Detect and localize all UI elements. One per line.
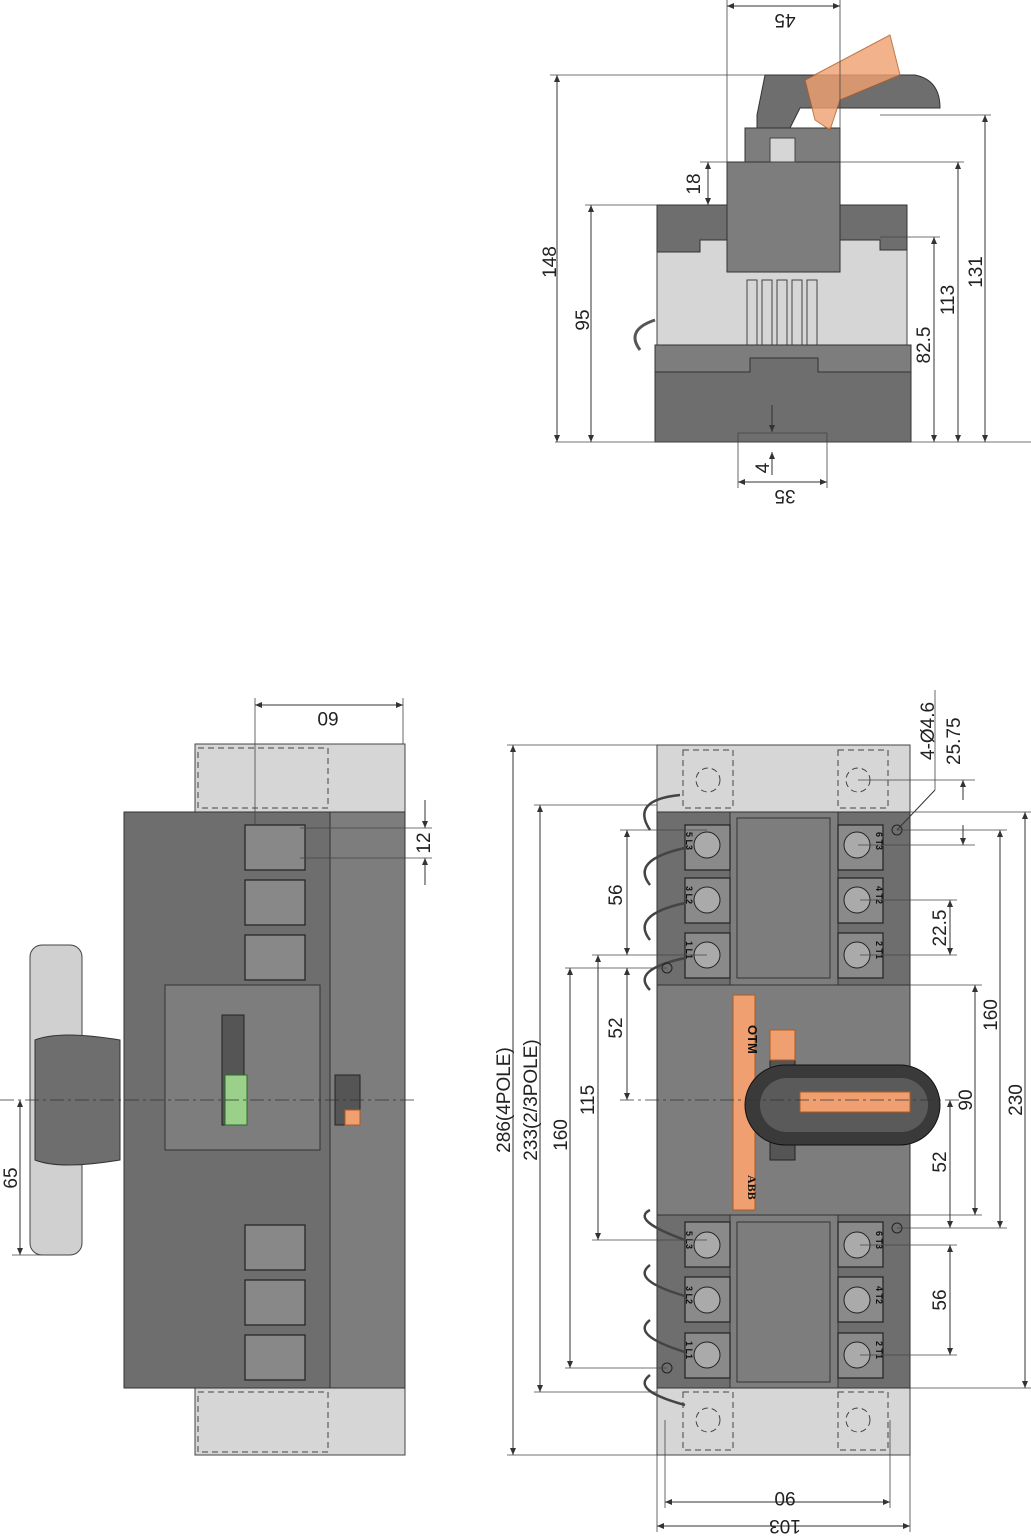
dim-hole: 4-Ø4.6 <box>918 702 939 760</box>
front-view: OTM ABB 5 L3 3 L2 1 L1 5 L3 3 L2 1 L1 6 <box>494 690 1031 1536</box>
terminal-label: 1 L1 <box>684 1341 694 1359</box>
dim-113: 113 <box>938 285 959 315</box>
dim-160-left: 160 <box>551 1119 572 1151</box>
dim-45: 45 <box>774 9 795 30</box>
dim-286: 286(4POLE) <box>494 1047 515 1153</box>
dim-25-75: 25.75 <box>944 717 965 765</box>
dim-90: 90 <box>956 1089 977 1110</box>
terminal-cover-bottom <box>656 1387 911 1456</box>
wires <box>643 793 686 1407</box>
dim-22-5: 22.5 <box>930 910 951 947</box>
top-view: 45 148 18 95 82.5 113 131 4 35 <box>540 0 1031 506</box>
handle-grip <box>799 1091 911 1113</box>
line-terminals <box>684 824 731 1379</box>
terminal-label: 5 L3 <box>684 832 694 850</box>
dim-65: 65 <box>1 1167 22 1188</box>
dim-18: 18 <box>684 173 705 194</box>
dim-82-5: 82.5 <box>914 327 935 364</box>
dim-35: 35 <box>774 485 795 506</box>
dim-60: 60 <box>317 707 338 728</box>
side-view: 60 12 65 <box>0 698 435 1456</box>
terminal-label: 6 T3 <box>874 832 884 850</box>
dim-52-bottom: 52 <box>930 1151 951 1172</box>
dim-230: 230 <box>1006 1084 1027 1116</box>
product-label: OTM <box>745 1025 760 1054</box>
dim-148: 148 <box>540 246 561 278</box>
mechanism-module <box>726 161 841 273</box>
handle-knob <box>756 74 941 129</box>
dim-52-top: 52 <box>606 1017 627 1038</box>
dim-103-width: 103 <box>769 1515 801 1536</box>
terminal-label: 2 T1 <box>874 1341 884 1359</box>
dim-90-width: 90 <box>774 1487 795 1508</box>
terminal-label: 1 L1 <box>684 941 694 959</box>
terminal-label: 4 T2 <box>874 1286 884 1304</box>
dim-56-top: 56 <box>606 884 627 905</box>
brand-logo: ABB <box>745 1175 759 1200</box>
terminal-label: 6 T3 <box>874 1231 884 1249</box>
terminal-label: 4 T2 <box>874 886 884 904</box>
terminal-label: 3 L2 <box>684 886 694 904</box>
terminal-label: 2 T1 <box>874 941 884 959</box>
load-terminals <box>837 824 884 1379</box>
dim-115: 115 <box>578 1085 599 1115</box>
dim-131: 131 <box>966 256 987 288</box>
terminal-label: 3 L2 <box>684 1286 694 1304</box>
dim-160-right: 160 <box>981 999 1002 1031</box>
dim-56-bottom: 56 <box>930 1289 951 1310</box>
terminal-cover-top <box>656 744 911 813</box>
dim-4: 4 <box>753 462 774 473</box>
dim-233: 233(2/3POLE) <box>521 1039 542 1160</box>
dim-95: 95 <box>573 309 594 330</box>
dim-12: 12 <box>414 832 435 853</box>
